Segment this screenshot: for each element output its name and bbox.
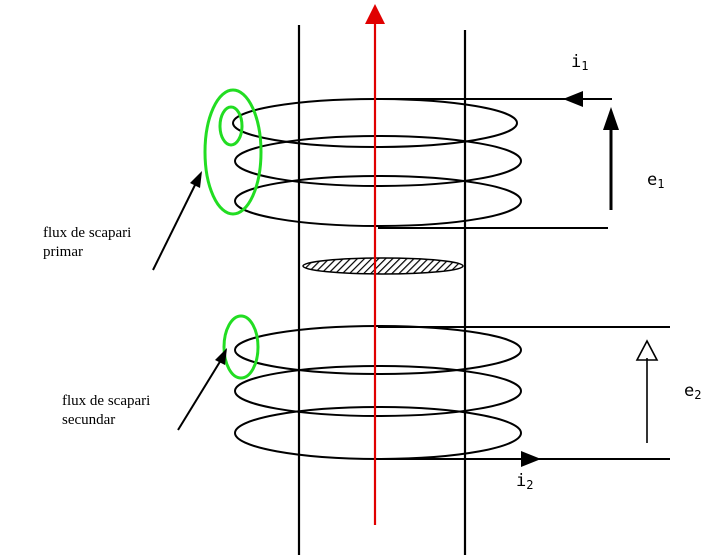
core-cross-section [302,257,464,275]
main-flux-arrowhead [365,4,385,24]
secondary-leakage-flux [222,314,260,380]
primary-turn [234,135,522,187]
primary-turn [234,175,522,227]
primary-pointer-line [152,182,197,271]
secondary-winding [234,325,670,460]
leakage-loop-inner [218,105,244,147]
primary-leakage-flux [203,88,263,216]
primary-pointer-head [190,171,202,188]
secondary-leakage-label: flux de scapari secundar [62,392,150,430]
leakage-loop-outer [203,88,263,216]
e1-label: e1 [647,170,665,191]
primary-leakage-label: flux de scapari primar [43,224,131,262]
e1-arrowhead [603,107,619,130]
primary-winding [232,98,612,229]
secondary-leakage-label-line2: secundar [62,412,116,428]
secondary-turn [234,406,522,460]
e2-arrowhead [635,339,659,361]
e2-label: e2 [684,381,702,402]
secondary-pointer-line [177,359,222,431]
secondary-pointer-head [215,348,227,365]
i1-arrowhead [563,91,583,107]
primary-leakage-label-line2: primar [43,244,83,260]
i2-arrowhead [521,451,541,467]
i1-label: i1 [571,52,589,73]
i2-label: i2 [516,471,534,492]
secondary-leakage-label-line1: flux de scapari [62,393,151,409]
secondary-turn [234,365,522,417]
primary-leakage-label-line1: flux de scapari [43,225,132,241]
